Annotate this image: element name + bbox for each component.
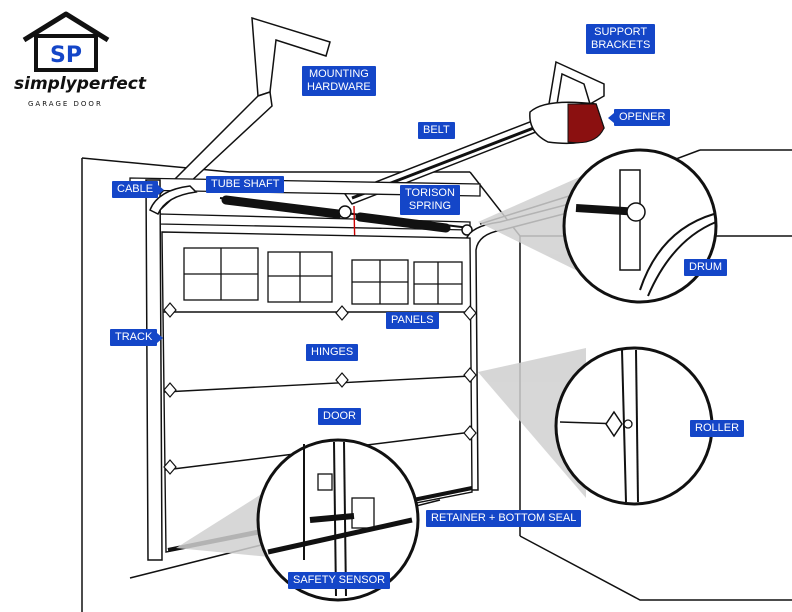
belt-text: BELT [423,124,450,136]
retainer-bottom-seal-text: RETAINER + BOTTOM SEAL [431,512,577,524]
left-track [145,179,198,561]
brand-tagline: GARAGE DOOR [28,100,103,108]
roller-text: ROLLER [695,422,740,434]
roller-callout [554,346,714,506]
label-panels: PANELS [386,312,439,329]
hinge [463,367,477,383]
drum-text: DRUM [689,261,722,273]
tube-shaft-text: TUBE SHAFT [211,178,280,190]
hinges [163,302,477,475]
label-safety-sensor: SAFETY SENSOR [288,572,391,589]
door-windows [183,247,463,305]
logo-house-body [34,34,98,72]
label-mounting-hardware: MOUNTING HARDWARE [302,66,376,96]
hinge [163,459,177,475]
label-torsion-spring: TORISON SPRING [400,185,460,215]
label-door: DOOR [318,408,361,425]
label-cable: CABLE [112,181,165,198]
hinge [163,302,177,318]
label-opener: OPENER [608,109,671,126]
logo-house-roof-icon [22,11,110,43]
safety-sensor-text: SAFETY SENSOR [293,574,386,586]
label-tube-shaft: TUBE SHAFT [206,176,285,193]
tube-shaft-and-spring [219,195,473,301]
mounting-hardware-text: MOUNTING HARDWARE [307,68,371,93]
label-track: TRACK [110,329,164,346]
hinge [335,305,349,321]
label-roller: ROLLER [690,420,745,437]
brand-logo: SP [22,11,110,72]
label-retainer-bottom-seal: RETAINER + BOTTOM SEAL [426,510,582,527]
support-brackets-text: SUPPORT BRACKETS [591,26,651,51]
hinge [463,425,477,441]
label-belt: BELT [418,122,455,139]
label-hinges: HINGES [306,344,359,361]
door-text: DOOR [323,410,356,422]
drum-callout [562,148,718,304]
hinge [463,305,477,321]
safety-sensor-callout [256,438,420,602]
hinge [335,372,349,388]
torsion-spring-text: TORISON SPRING [405,187,455,212]
track-text: TRACK [115,331,153,343]
opener-unit [529,101,605,145]
label-support-brackets: SUPPORT BRACKETS [586,24,656,54]
label-drum: DRUM [684,259,727,276]
brand-name: simplyperfect [14,74,146,94]
hinge [163,382,177,398]
logo-monogram: SP [50,43,82,68]
hinges-text: HINGES [311,346,354,358]
cable-text: CABLE [117,183,154,195]
opener-text: OPENER [619,111,666,123]
panels-text: PANELS [391,314,434,326]
